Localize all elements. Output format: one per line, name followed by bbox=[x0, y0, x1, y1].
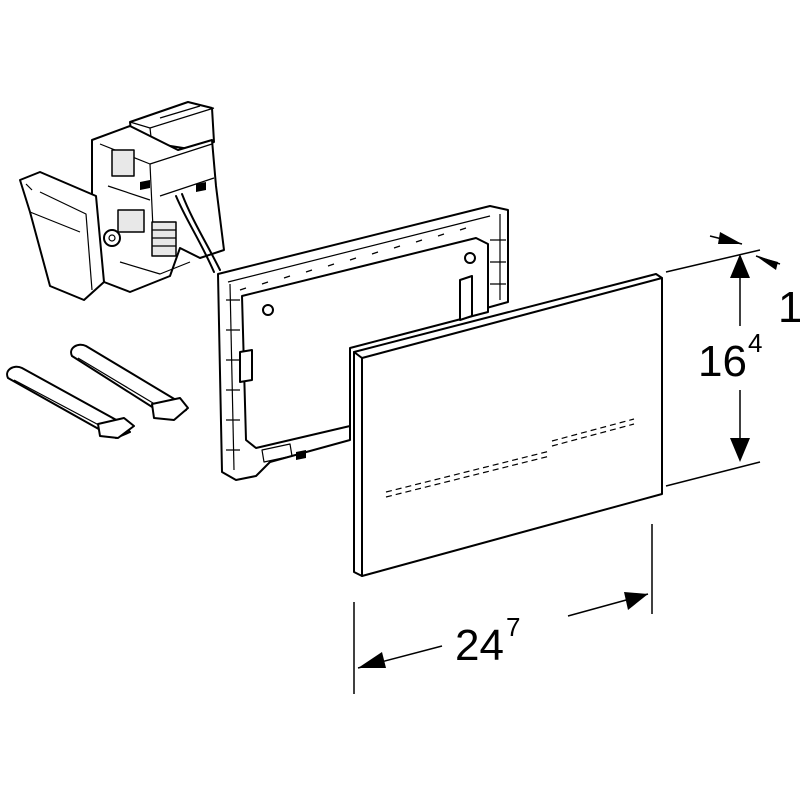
height-dimension-superscript: 4 bbox=[748, 328, 762, 358]
width-dimension bbox=[353, 524, 653, 694]
height-dimension-value: 16 bbox=[698, 337, 747, 386]
height-dimension bbox=[665, 249, 761, 487]
actuator-mechanism bbox=[19, 101, 225, 301]
depth-dimension bbox=[709, 232, 781, 270]
width-dimension-superscript: 7 bbox=[506, 612, 520, 642]
width-dimension-value: 24 bbox=[455, 621, 504, 670]
cover-plate bbox=[353, 273, 663, 577]
depth-dimension-value: 1 bbox=[778, 283, 800, 332]
mounting-rod-2 bbox=[70, 343, 189, 421]
mounting-frame bbox=[217, 205, 509, 481]
mounting-rod-1 bbox=[6, 365, 135, 439]
